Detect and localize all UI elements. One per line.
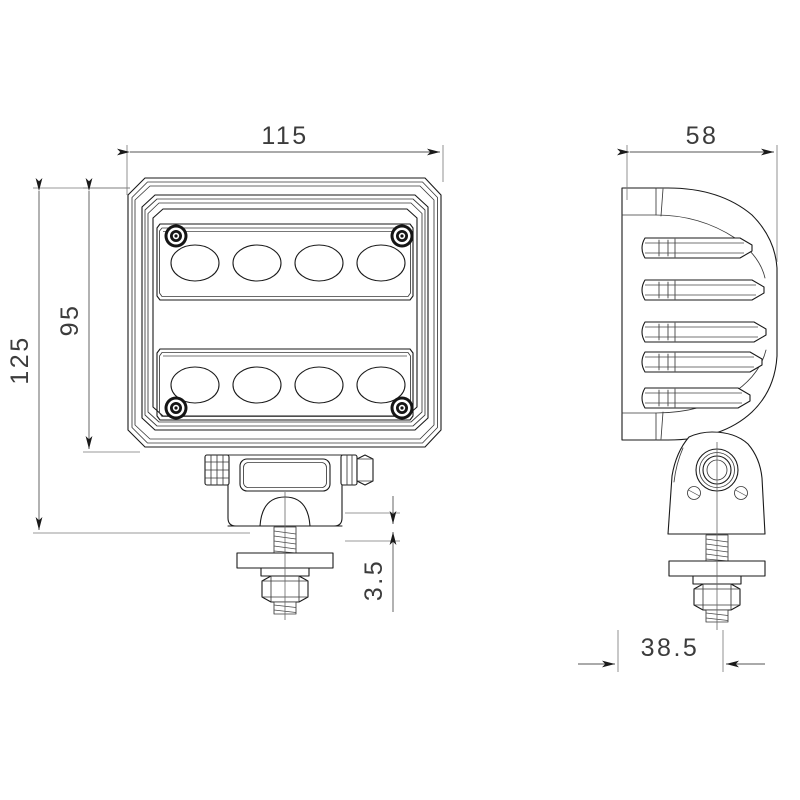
dim-label-bracket: 38.5 — [641, 634, 700, 662]
led-lower-3 — [294, 366, 344, 404]
led-lower-2 — [232, 366, 282, 404]
housing-bezel-outer — [141, 194, 429, 431]
led-upper-1 — [170, 244, 220, 282]
dim-label-depth: 58 — [686, 122, 719, 150]
housing-shell-line-3 — [134, 185, 435, 440]
led-upper-2 — [232, 244, 282, 282]
led-lower-4 — [356, 366, 406, 404]
front-mounting-bracket — [204, 454, 374, 527]
side-mounting-bracket — [667, 431, 766, 535]
corner-screw-top-left — [164, 224, 188, 248]
led-panel-lower — [156, 348, 414, 421]
bracket-window-inner — [243, 462, 327, 488]
bracket-pivot-right — [340, 454, 374, 486]
side-bracket-sweep — [673, 447, 684, 483]
dimension-bracket-width: 38.5 — [578, 630, 765, 672]
dimension-overall-width: 115 — [117, 122, 444, 195]
dimension-housing-height: 95 — [56, 178, 140, 453]
dim-label-gap: 3.5 — [360, 559, 388, 601]
bracket-window-outer — [239, 458, 331, 492]
side-view-group — [621, 187, 778, 630]
housing-outer-shell — [127, 177, 442, 448]
corner-screw-bottom-right — [390, 396, 414, 420]
heat-sink-fin-4 — [641, 351, 763, 373]
led-upper-4 — [356, 244, 406, 282]
side-stud-assembly — [668, 442, 766, 630]
led-lower-1 — [170, 366, 220, 404]
bracket-pivot-left — [204, 454, 230, 486]
front-stud-assembly — [236, 492, 334, 620]
corner-screw-top-right — [390, 224, 414, 248]
led-panel-lower-outline — [156, 348, 414, 421]
led-upper-3 — [294, 244, 344, 282]
side-bottom-bevel-3 — [660, 411, 664, 440]
heat-sink-fin-3 — [641, 321, 767, 343]
dimension-mount-gap: 3.5 — [345, 496, 400, 612]
side-top-bevel — [621, 214, 766, 279]
housing-bezel-line-2 — [144, 198, 426, 427]
corner-screw-bottom-left — [164, 396, 188, 420]
led-panel-upper-outline — [156, 223, 414, 301]
housing-bezel-line-3 — [147, 202, 423, 423]
heat-sink-fin-5 — [641, 387, 751, 409]
dim-label-height: 125 — [6, 335, 34, 384]
dimension-overall-height: 125 — [6, 178, 250, 534]
dim-label-width: 115 — [261, 122, 308, 150]
heat-sink-fin-2 — [641, 279, 765, 301]
heat-sink-fin-1 — [641, 237, 753, 259]
side-top-bevel-3 — [660, 188, 664, 217]
dim-label-housing: 95 — [56, 304, 84, 337]
housing-shell-line-2 — [131, 181, 438, 444]
dimension-overall-depth: 58 — [617, 122, 778, 262]
front-view-group — [127, 177, 442, 620]
